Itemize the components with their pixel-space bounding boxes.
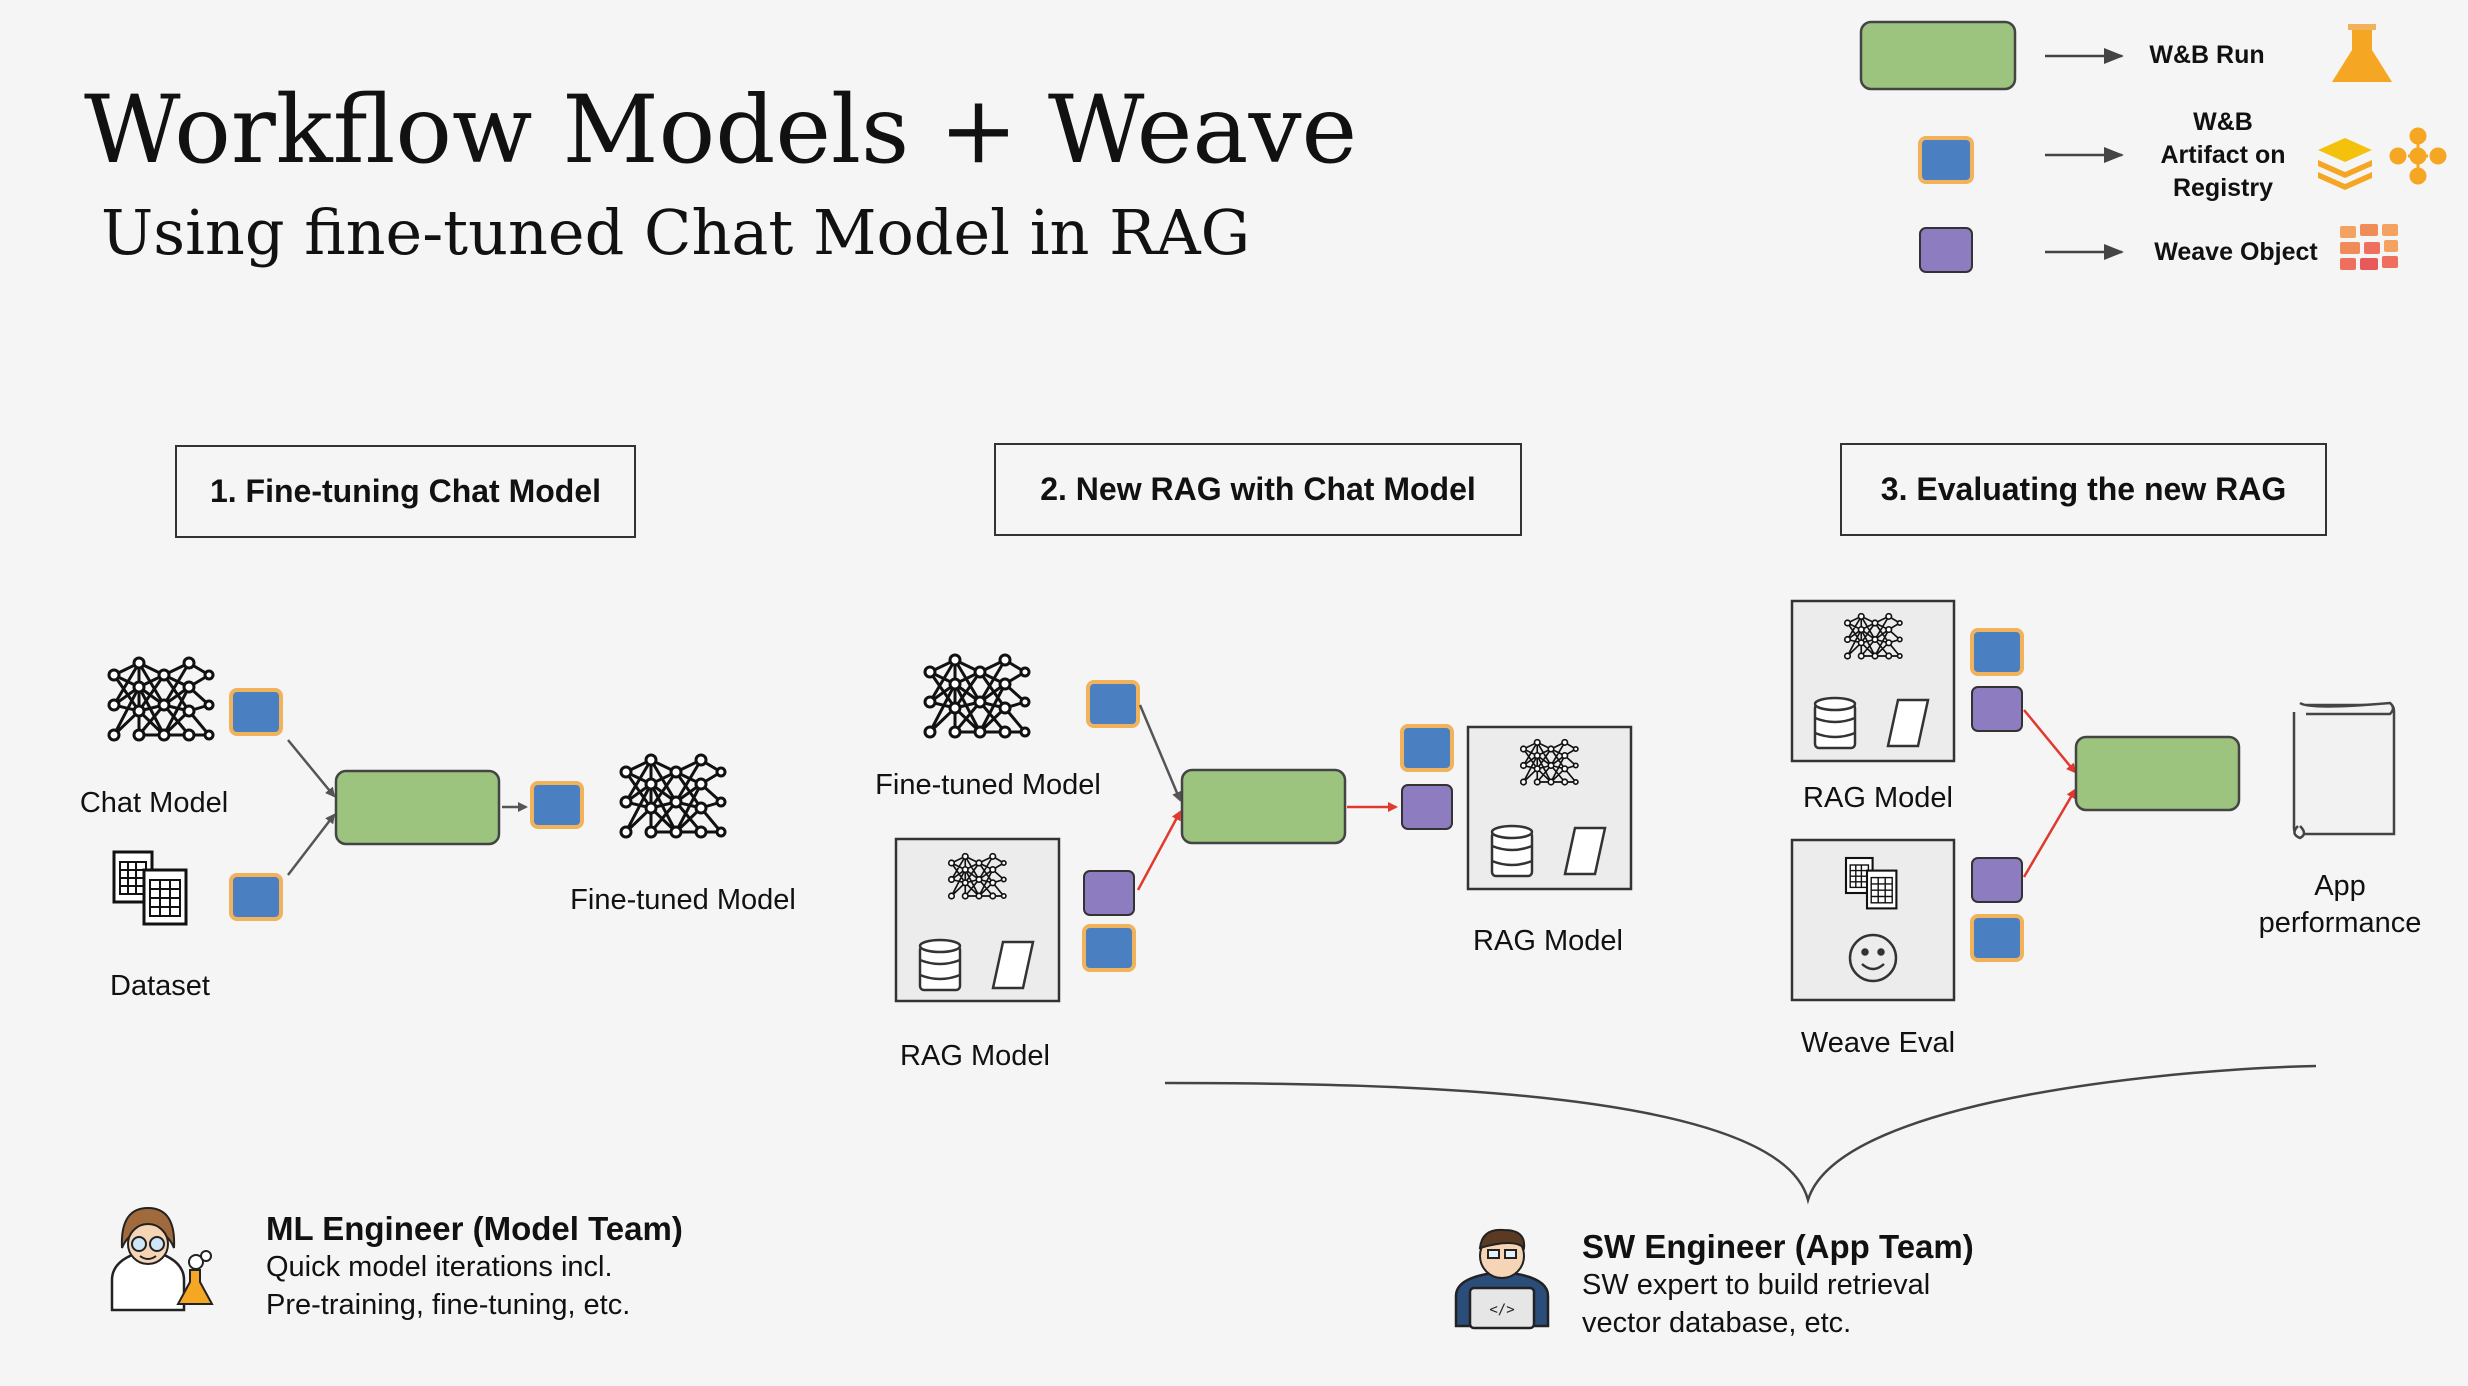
artifact-box xyxy=(1082,924,1136,972)
dataset-icon xyxy=(112,850,188,926)
app-performance-label: App performance xyxy=(2258,870,2422,939)
team-brace xyxy=(1164,1064,2317,1205)
legend xyxy=(1859,20,2447,273)
chat-model-label: Chat Model xyxy=(79,787,229,819)
artifact-box xyxy=(1970,628,2024,676)
sw-engineer-title: SW Engineer (App Team) xyxy=(1582,1228,1974,1265)
neural-network-icon xyxy=(107,656,215,742)
artifact-box xyxy=(1400,724,1454,772)
artifact-box xyxy=(1086,680,1140,728)
stage-2-diagram xyxy=(894,653,1633,1003)
sw-engineer-desc-line2: vector database, etc. xyxy=(1582,1307,1852,1339)
svg-text:</>: </> xyxy=(1489,1302,1514,1318)
rag-model-label: RAG Model xyxy=(1803,782,1953,814)
flask-icon xyxy=(2332,24,2392,82)
stage-3-header: 3. Evaluating the new RAG xyxy=(1840,443,2327,536)
weave-object-box xyxy=(1971,857,2023,903)
weave-object-box xyxy=(1401,784,1453,830)
arrow xyxy=(1136,810,1182,891)
weave-object-box xyxy=(1971,686,2023,732)
legend-weave-label: Weave Object xyxy=(2154,238,2318,266)
ml-engineer-desc-line2: Pre-training, fine-tuning, etc. xyxy=(266,1289,631,1321)
scroll-icon xyxy=(2292,701,2396,840)
stage-2-header: 2. New RAG with Chat Model xyxy=(994,443,1522,536)
stage-1-diagram xyxy=(107,656,727,926)
rag-model-label: RAG Model xyxy=(1473,925,1623,957)
fine-tuned-model-label: Fine-tuned Model xyxy=(570,884,796,916)
weave-object-box xyxy=(1083,870,1135,916)
legend-run-label: W&B Run xyxy=(2149,41,2265,69)
neural-network-icon xyxy=(619,753,727,839)
run-box xyxy=(334,769,501,846)
graph-icon xyxy=(2389,127,2447,185)
ml-engineer-block: ML Engineer (Model Team) Quick model ite… xyxy=(266,1210,683,1324)
legend-artifact-label: W&B Artifact on Registry xyxy=(2160,108,2286,202)
database-icon xyxy=(1813,696,1857,750)
weave-eval-label: Weave Eval xyxy=(1800,1027,1956,1059)
neural-network-icon xyxy=(923,653,1031,739)
stage-3-diagram xyxy=(1790,599,2396,1002)
run-box xyxy=(2074,735,2241,812)
run-box xyxy=(1180,768,1347,845)
artifact-box xyxy=(229,873,283,921)
blocks-icon xyxy=(2340,224,2398,270)
legend-weave-box xyxy=(1919,227,1973,273)
arrow xyxy=(2023,709,2077,774)
arrow xyxy=(287,739,336,798)
layers-icon xyxy=(2318,138,2372,190)
legend-artifact-box xyxy=(1918,136,1974,184)
database-icon xyxy=(918,938,962,992)
artifact-box xyxy=(1970,914,2024,962)
arrow xyxy=(287,813,336,876)
smiley-icon xyxy=(1848,933,1898,983)
ml-engineer-desc-line1: Quick model iterations incl. xyxy=(266,1251,613,1283)
arrow xyxy=(1138,704,1182,802)
stage-1-header: 1. Fine-tuning Chat Model xyxy=(175,445,636,538)
arrow xyxy=(2022,788,2077,878)
artifact-box xyxy=(530,781,584,829)
legend-run-box xyxy=(1859,20,2017,91)
database-icon xyxy=(1490,824,1534,878)
page-subtitle: Using fine-tuned Chat Model in RAG xyxy=(101,196,1251,269)
page-title: Workflow Models + Weave xyxy=(84,76,1358,185)
rag-model-label: RAG Model xyxy=(900,1040,1050,1072)
scientist-avatar xyxy=(110,1206,214,1312)
artifact-box xyxy=(229,688,283,736)
dataset-label: Dataset xyxy=(110,970,210,1002)
ml-engineer-title: ML Engineer (Model Team) xyxy=(266,1210,683,1247)
sw-engineer-desc-line1: SW expert to build retrieval xyxy=(1582,1269,1931,1301)
fine-tuned-model-label: Fine-tuned Model xyxy=(875,769,1101,801)
sw-engineer-block: SW Engineer (App Team) SW expert to buil… xyxy=(1582,1228,1974,1342)
developer-avatar: </> xyxy=(1454,1228,1550,1330)
